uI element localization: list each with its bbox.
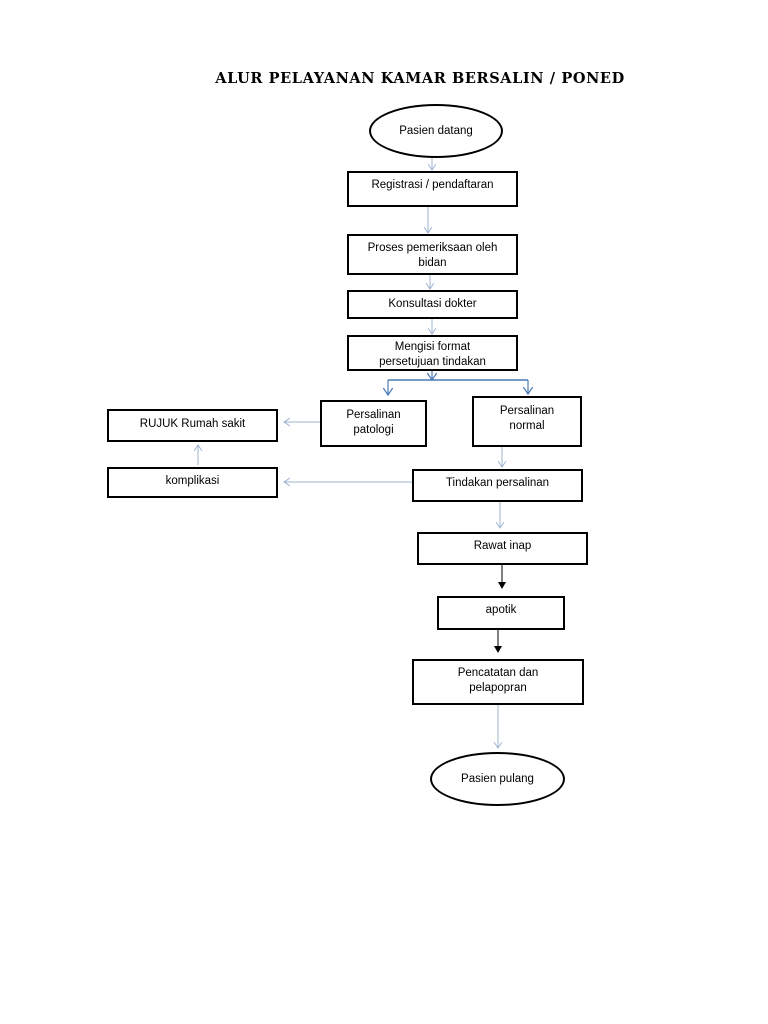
node-rawat-inap: Rawat inap (417, 532, 588, 565)
node-registrasi: Registrasi / pendaftaran (347, 171, 518, 207)
node-pemeriksaan: Proses pemeriksaan oleh bidan (347, 234, 518, 275)
page-title: ALUR PELAYANAN KAMAR BERSALIN / PONED (215, 70, 625, 87)
node-pasien-pulang: Pasien pulang (430, 752, 565, 806)
node-pencatatan: Pencatatan dan pelapopran (412, 659, 584, 705)
node-komplikasi: komplikasi (107, 467, 278, 498)
node-rujuk-rumah-sakit: RUJUK Rumah sakit (107, 409, 278, 442)
node-persalinan-normal: Persalinan normal (472, 396, 582, 447)
node-pasien-datang: Pasien datang (369, 104, 503, 158)
node-konsultasi: Konsultasi dokter (347, 290, 518, 319)
node-apotik: apotik (437, 596, 565, 630)
node-tindakan-persalinan: Tindakan persalinan (412, 469, 583, 502)
node-persetujuan: Mengisi format persetujuan tindakan (347, 335, 518, 371)
node-persalinan-patologi: Persalinan patologi (320, 400, 427, 447)
